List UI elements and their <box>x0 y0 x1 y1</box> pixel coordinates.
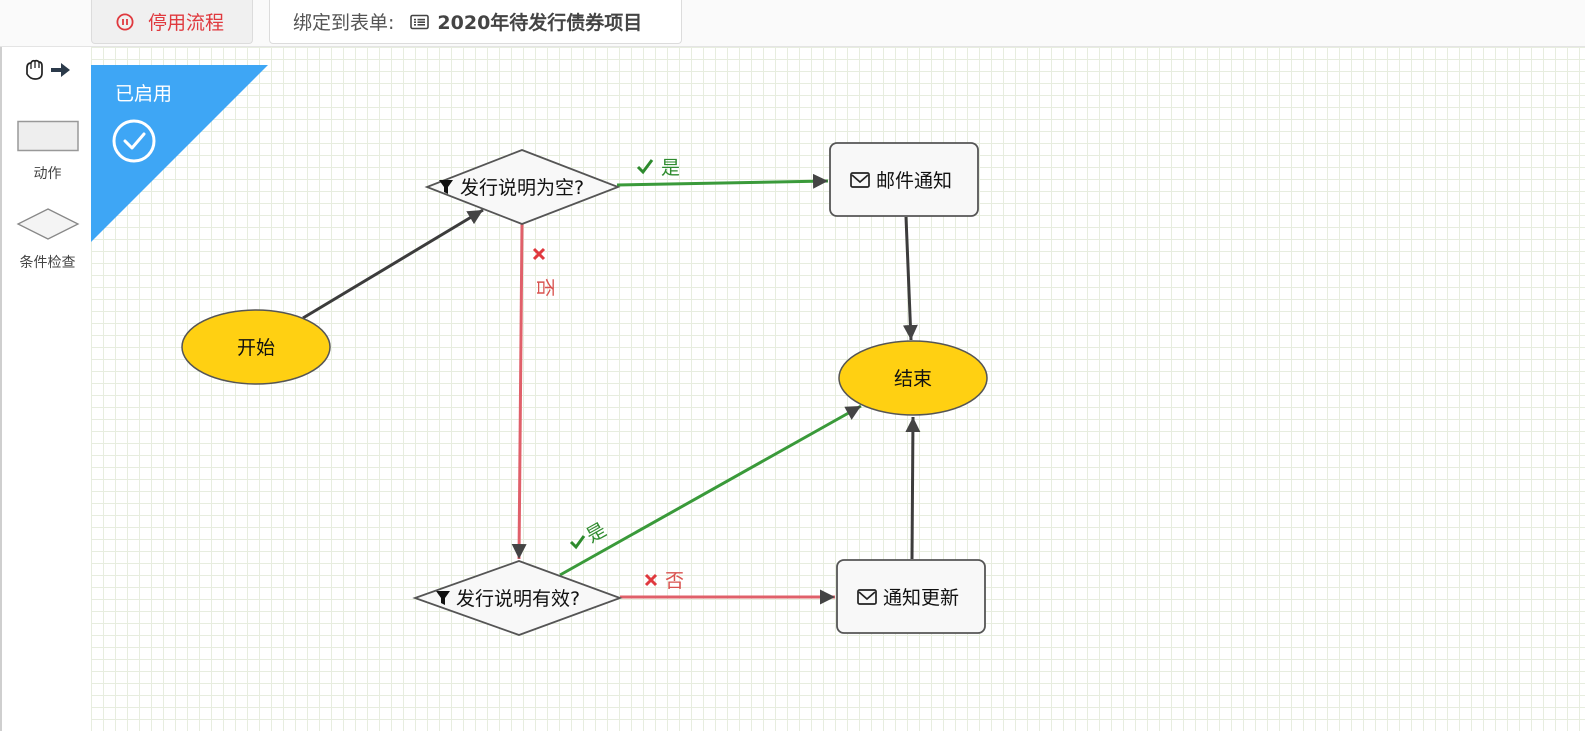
edge-label-yes-1: 是 <box>661 157 680 179</box>
notify-update-node[interactable]: 通知更新 <box>836 559 986 634</box>
condition-tool-label: 条件检查 <box>19 255 76 271</box>
check-icon <box>569 535 586 550</box>
edge-email-end[interactable] <box>902 216 918 341</box>
pause-circle-icon <box>116 13 134 30</box>
edge-label-no-1: 否 <box>534 278 556 297</box>
filter-icon <box>439 180 453 194</box>
notify-update-label: 通知更新 <box>883 587 959 609</box>
action-node-tool[interactable] <box>16 120 80 153</box>
condition-node-valid[interactable]: 发行说明有效? <box>412 560 623 636</box>
edge-label-yes-2: 是 <box>583 519 610 547</box>
condition-node-valid-label: 发行说明有效? <box>456 588 580 610</box>
email-notify-label: 邮件通知 <box>876 170 952 192</box>
edge-notify-end[interactable] <box>905 416 921 560</box>
bound-form-name: 2020年待发行债券项目 <box>437 12 643 34</box>
shape-toolbox: 动作 条件检查 <box>0 47 91 731</box>
cross-icon <box>532 247 546 261</box>
hand-pointer-icon <box>26 59 43 80</box>
condition-node-tool[interactable] <box>16 207 80 241</box>
arrow-right-icon <box>51 63 70 77</box>
check-icon <box>636 159 654 175</box>
edge-start-cond1[interactable] <box>302 208 484 320</box>
workflow-canvas[interactable]: 已启用 是 否 是 <box>91 47 1585 731</box>
status-ribbon: 已启用 <box>91 65 268 242</box>
edge-cond1-cond2-no[interactable]: 否 <box>511 223 556 560</box>
end-node-label: 结束 <box>894 368 932 390</box>
status-ribbon-bg <box>91 65 268 242</box>
edge-cond1-email-yes[interactable]: 是 <box>616 157 829 189</box>
workflow-diagram: 已启用 是 否 是 <box>91 65 988 636</box>
condition-node-empty[interactable]: 发行说明为空? <box>424 149 621 225</box>
bound-form-info: 绑定到表单: 2020年待发行债券项目 <box>269 0 682 44</box>
action-tool-label: 动作 <box>33 166 62 182</box>
top-toolbar: 停用流程 绑定到表单: 2020年待发行债券项目 <box>0 0 1585 47</box>
disable-workflow-button[interactable]: 停用流程 <box>91 0 253 44</box>
envelope-icon <box>857 589 877 605</box>
edge-cond2-notify-no[interactable]: 否 <box>620 570 835 605</box>
end-node[interactable]: 结束 <box>838 340 988 416</box>
email-notify-node[interactable]: 邮件通知 <box>829 142 979 217</box>
filter-icon <box>436 591 450 605</box>
edge-label-no-2: 否 <box>665 570 684 592</box>
disable-workflow-label: 停用流程 <box>148 12 225 34</box>
pan-connect-tool[interactable] <box>24 59 74 81</box>
bind-prefix-label: 绑定到表单: <box>293 12 395 34</box>
start-node-label: 开始 <box>237 337 275 359</box>
list-alt-icon <box>410 14 430 29</box>
envelope-icon <box>850 172 870 188</box>
edge-cond2-end-yes[interactable]: 是 <box>559 404 862 577</box>
cross-icon <box>644 573 658 587</box>
start-node[interactable]: 开始 <box>181 309 331 385</box>
status-label: 已启用 <box>115 83 172 105</box>
check-circle-icon <box>112 119 156 163</box>
condition-node-empty-label: 发行说明为空? <box>460 177 584 199</box>
